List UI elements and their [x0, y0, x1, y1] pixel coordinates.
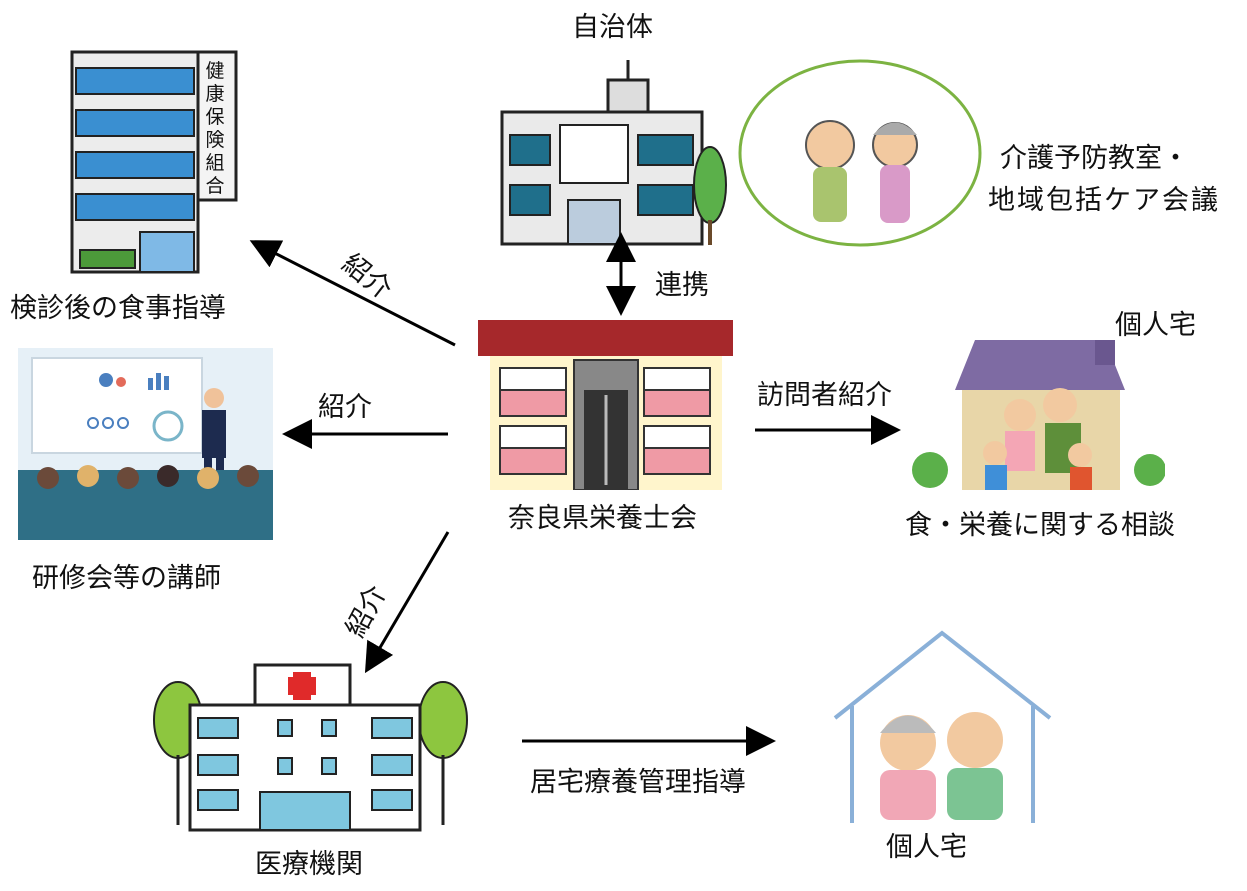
municipality-building-icon: [498, 55, 728, 250]
checkup-guidance-label: 検診後の食事指導: [10, 293, 226, 324]
family-house-icon: [910, 335, 1165, 495]
referral-label-insurance: 紹介: [335, 248, 398, 306]
municipality-label: 自治体: [572, 12, 653, 43]
care-prevention-label-line1: 介護予防教室・: [1000, 143, 1189, 174]
hospital-building-icon: [150, 660, 470, 835]
insurance-sign: 健康保険組合: [205, 60, 225, 197]
food-nutrition-consult-label: 食・栄養に関する相談: [905, 510, 1175, 541]
home-care-guidance-label: 居宅療養管理指導: [530, 767, 746, 798]
visitor-referral-label: 訪問者紹介: [757, 380, 892, 411]
health-insurance-building-icon: [70, 50, 240, 275]
seminar-lecturer-label: 研修会等の講師: [32, 563, 221, 594]
referral-label-medical: 紹介: [340, 580, 393, 643]
seminar-lecture-icon: [18, 348, 273, 540]
care-prevention-label-line2: 地域包括ケア会議: [988, 185, 1220, 216]
elderly-home-icon: [830, 628, 1055, 823]
private-home-top-label: 個人宅: [1115, 310, 1196, 341]
cooperation-label: 連携: [655, 270, 709, 301]
referral-label-seminar: 紹介: [318, 392, 372, 423]
nara-association-label: 奈良県栄養士会: [508, 503, 697, 534]
private-home-bottom-label: 個人宅: [886, 832, 967, 863]
nara-association-building-icon: [478, 320, 733, 490]
medical-institution-label: 医療機関: [255, 849, 363, 880]
elderly-couple-circle-icon: [735, 55, 985, 250]
